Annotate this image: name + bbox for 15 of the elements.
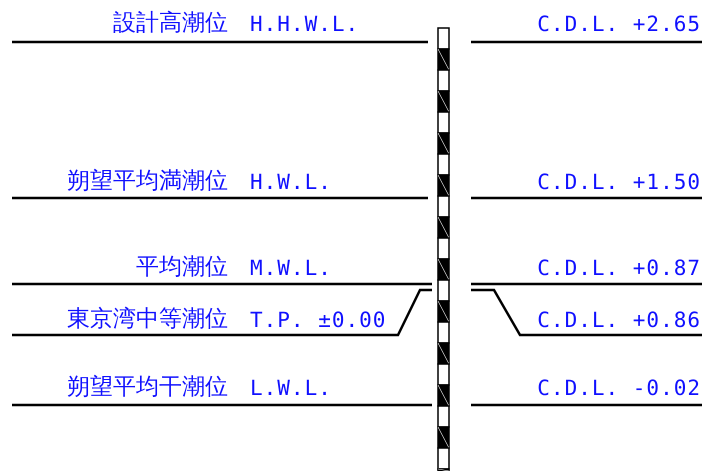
tide-level-name: 東京湾中等潮位 [67, 308, 228, 331]
elevation-value: C.D.L. +0.86 [537, 310, 701, 331]
tide-level-code: H.H.W.L. [250, 14, 360, 35]
elevation-value: C.D.L. -0.02 [537, 378, 701, 399]
tide-level-name: 朔望平均満潮位 [67, 170, 228, 193]
tide-level-code: L.W.L. [250, 378, 332, 399]
tide-level-name: 設計高潮位 [113, 12, 228, 35]
elevation-value: C.D.L. +2.65 [537, 14, 701, 35]
tide-level-code: H.W.L. [250, 172, 332, 193]
tide-level-code: T.P. ±0.00 [250, 310, 386, 331]
elevation-value: C.D.L. +0.87 [537, 258, 701, 279]
tide-level-code: M.W.L. [250, 258, 332, 279]
elevation-value: C.D.L. +1.50 [537, 172, 701, 193]
tide-level-name: 朔望平均干潮位 [67, 376, 228, 399]
tide-level-name: 平均潮位 [136, 256, 228, 279]
